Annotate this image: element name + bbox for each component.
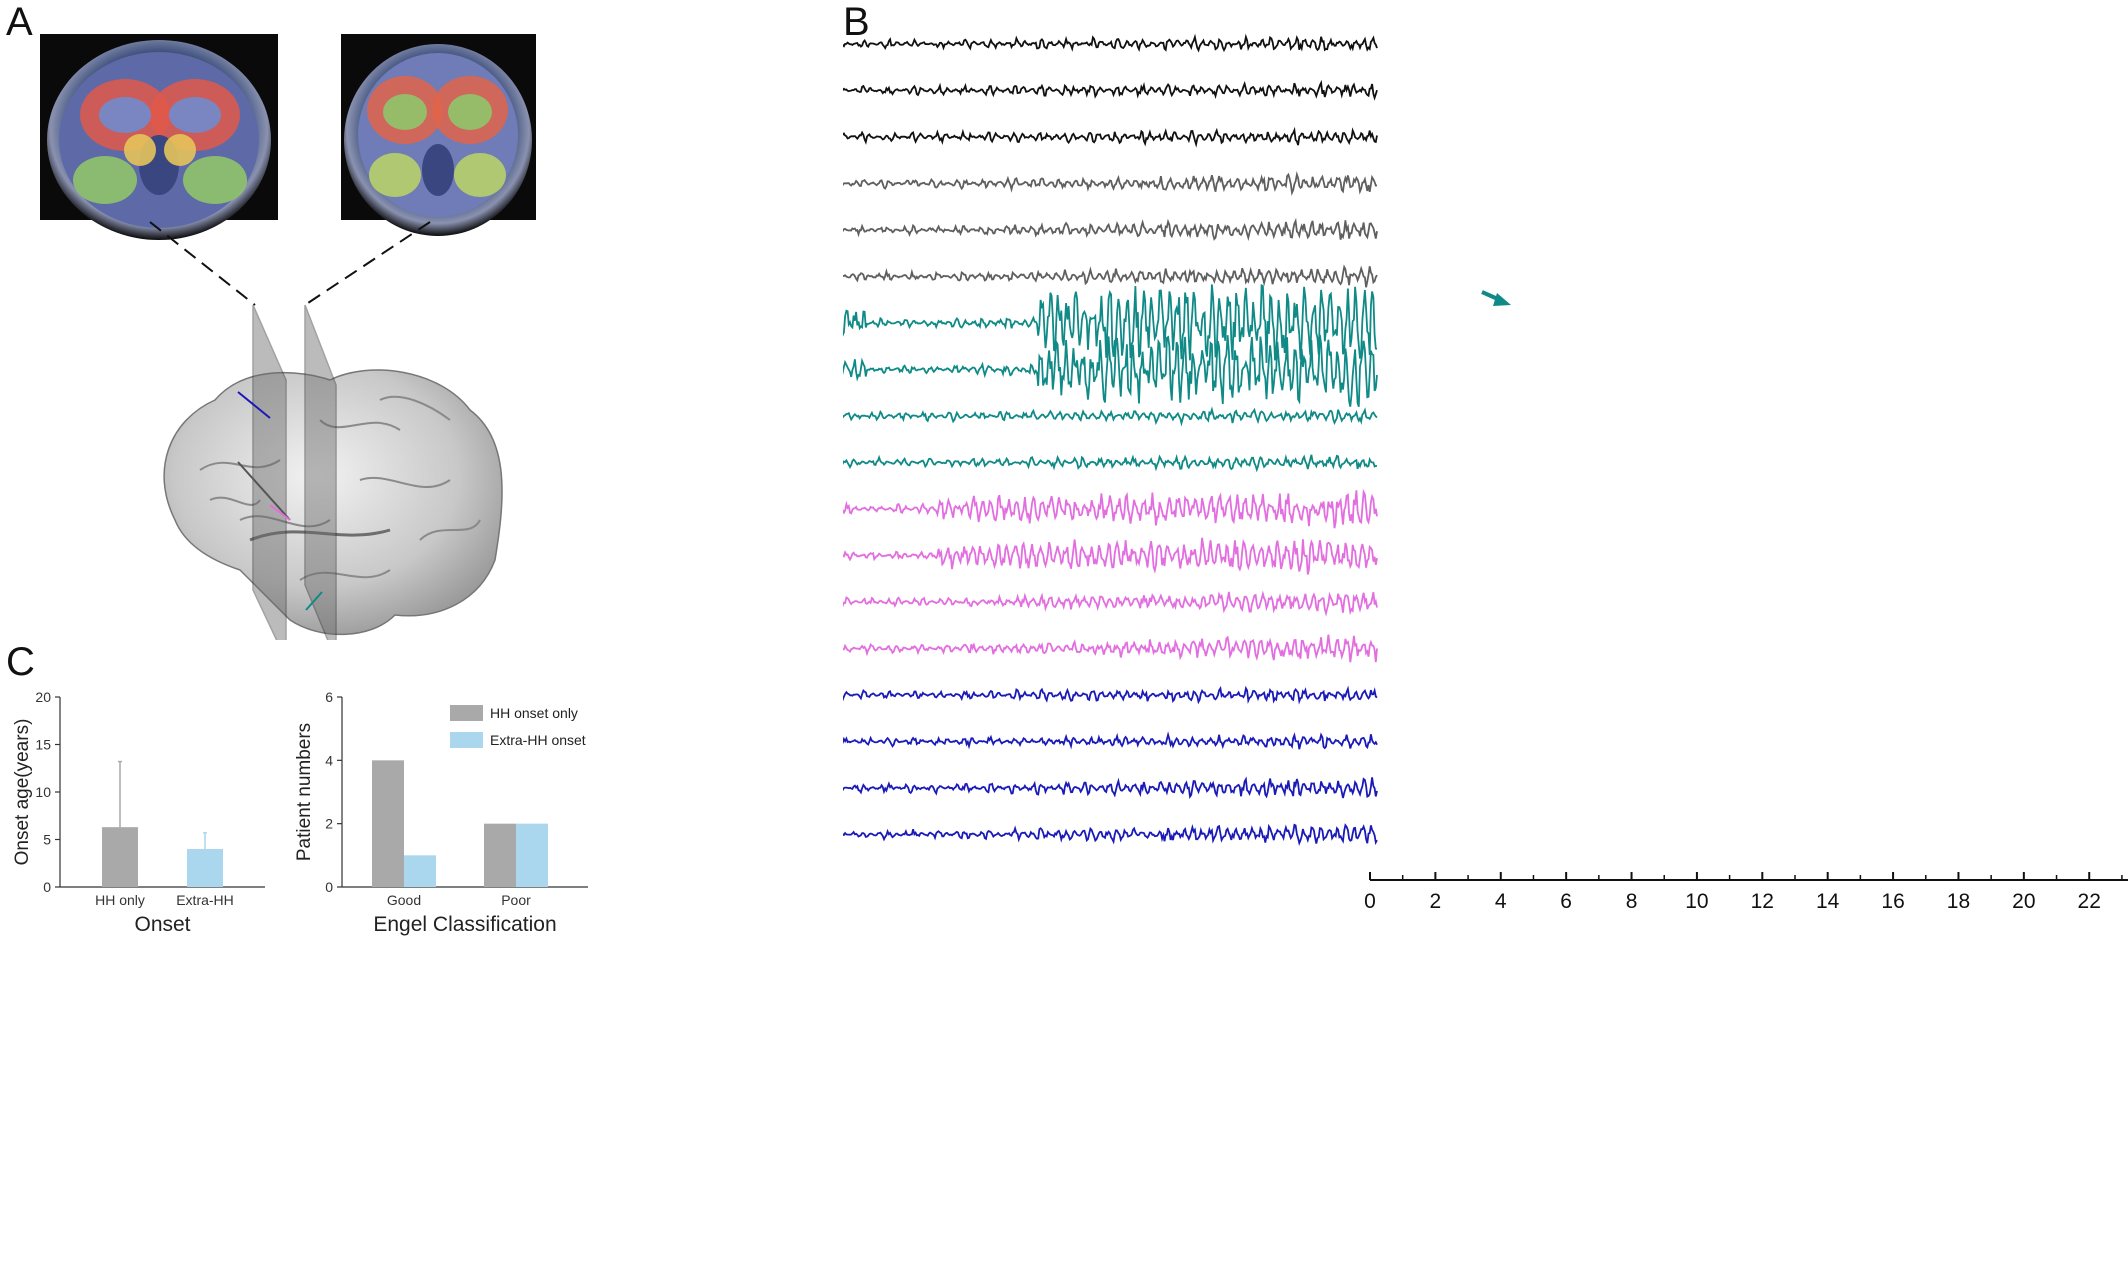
eeg-trace (843, 33, 1378, 53)
panel-a-figure (40, 34, 536, 640)
eeg-x-tick-label: 6 (1560, 890, 1572, 913)
eeg-trace (843, 823, 1378, 847)
eeg-x-tick-label: 4 (1495, 890, 1507, 913)
eeg-x-tick-label: 16 (1881, 890, 1904, 913)
eeg-x-tick-label: 22 (2078, 890, 2101, 913)
eeg-x-tick-label: 2 (1430, 890, 1442, 913)
eeg-trace (843, 634, 1378, 663)
x-tick-label: Extra-HH (176, 892, 234, 908)
y-axis-title: Onset age(years) (12, 719, 33, 866)
mri-slice-2 (341, 34, 536, 236)
eeg-x-tick-label: 20 (2012, 890, 2035, 913)
eeg-x-tick-label: 8 (1626, 890, 1638, 913)
x-tick-label: Good (387, 892, 421, 908)
eeg-trace (843, 283, 1378, 363)
y-tick-label: 0 (43, 879, 51, 895)
panel-letter-a: A (6, 0, 33, 44)
hip-onset-arrow (1481, 290, 1511, 306)
x-tick-label: Poor (501, 892, 531, 908)
eeg-trace (843, 217, 1378, 242)
y-tick-label: 20 (35, 689, 51, 705)
eeg-trace (843, 170, 1378, 196)
legend-swatch (450, 732, 483, 748)
eeg-x-tick-label: 0 (1364, 890, 1376, 913)
eeg-trace (843, 264, 1378, 288)
eeg-trace (843, 590, 1378, 617)
bar (404, 855, 436, 887)
bar (484, 823, 516, 887)
connector-line-1 (149, 221, 256, 306)
eeg-x-tick-label: 14 (1816, 890, 1840, 913)
y-tick-label: 6 (325, 689, 333, 705)
eeg-x-tick-label: 18 (1947, 890, 1970, 913)
eeg-trace (843, 488, 1378, 529)
eeg-trace (843, 776, 1378, 799)
x-tick-label: HH only (95, 892, 145, 908)
x-axis-title: Engel Classification (373, 913, 556, 936)
y-tick-label: 4 (325, 752, 333, 768)
y-tick-label: 10 (35, 784, 51, 800)
y-tick-label: 2 (325, 816, 333, 832)
eeg-trace (843, 731, 1378, 750)
y-axis-title: Patient numbers (294, 723, 315, 861)
eeg-x-tick-label: 10 (1685, 890, 1708, 913)
eeg-x-axis: 02468101214161820222426s (1364, 872, 2128, 913)
eeg-trace (843, 79, 1378, 101)
y-tick-label: 15 (35, 737, 51, 753)
eeg-trace (843, 685, 1378, 705)
connector-line-2 (304, 221, 431, 306)
panel-letter-c: C (6, 640, 35, 684)
legend-label: Extra-HH onset (490, 732, 586, 748)
brain-3d-rendering (163, 304, 503, 640)
bar (372, 760, 404, 887)
legend-swatch (450, 705, 483, 721)
mri-slice-1 (40, 34, 278, 240)
legend-label: HH onset only (490, 705, 578, 721)
eeg-trace (843, 453, 1378, 473)
y-tick-label: 5 (43, 832, 51, 848)
panel-letter-b: B (843, 0, 870, 44)
eeg-trace (843, 334, 1378, 407)
panel-b-eeg-figure: L-aHH1-22-33-4L-pHH1-22-33-4L-HIP1-22-3L… (843, 33, 2128, 913)
eeg-trace (843, 406, 1378, 427)
bar (516, 823, 548, 887)
bar (102, 827, 138, 887)
y-tick-label: 0 (325, 879, 333, 895)
eeg-trace (843, 537, 1378, 575)
eeg-trace (843, 126, 1378, 148)
x-axis-title: Onset (134, 913, 190, 936)
eeg-x-tick-label: 12 (1751, 890, 1774, 913)
bar (187, 849, 223, 887)
